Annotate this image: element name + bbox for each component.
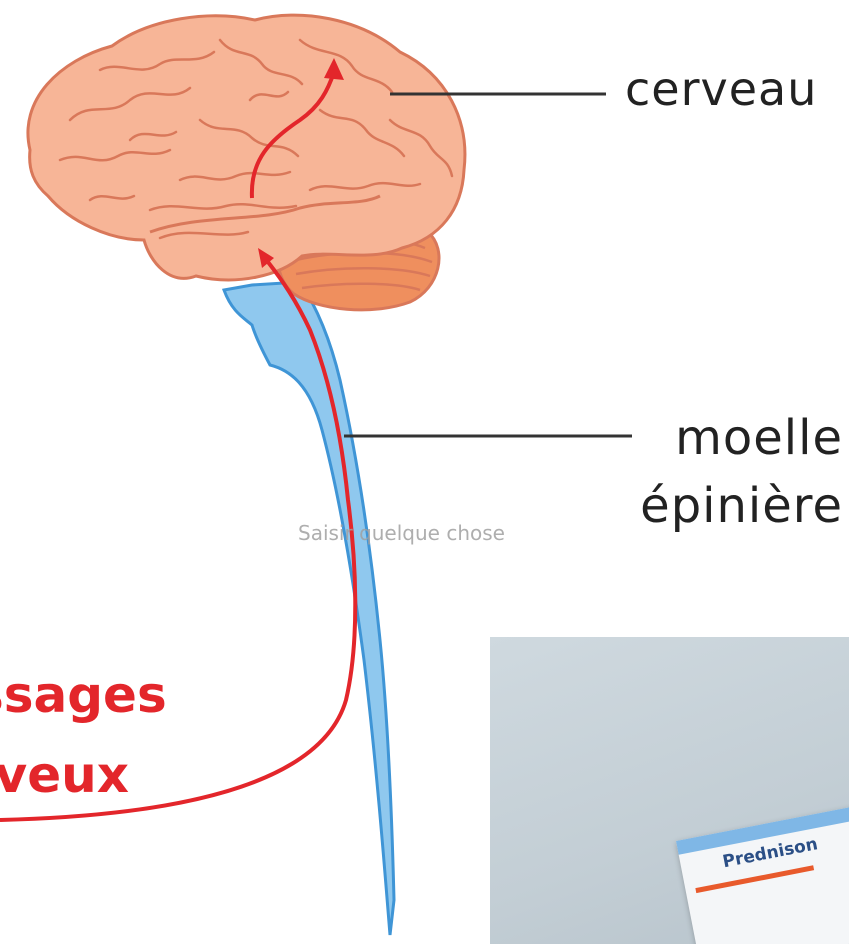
nerve-messages-label-line1: ssages: [0, 670, 167, 720]
spinal-cord-label-line2: épinière: [640, 482, 843, 530]
medicine-box-stripe: [695, 865, 814, 893]
medicine-box-photo: Prednison: [490, 637, 849, 944]
spinal-cord-label-line1: moelle: [675, 414, 843, 462]
nerve-messages-label-line2: rveux: [0, 750, 129, 800]
medicine-box: Prednison: [676, 795, 849, 944]
search-input[interactable]: [296, 516, 585, 550]
spinal-cord: [224, 282, 394, 935]
brain-label: cerveau: [625, 66, 817, 112]
brain: [28, 15, 465, 280]
